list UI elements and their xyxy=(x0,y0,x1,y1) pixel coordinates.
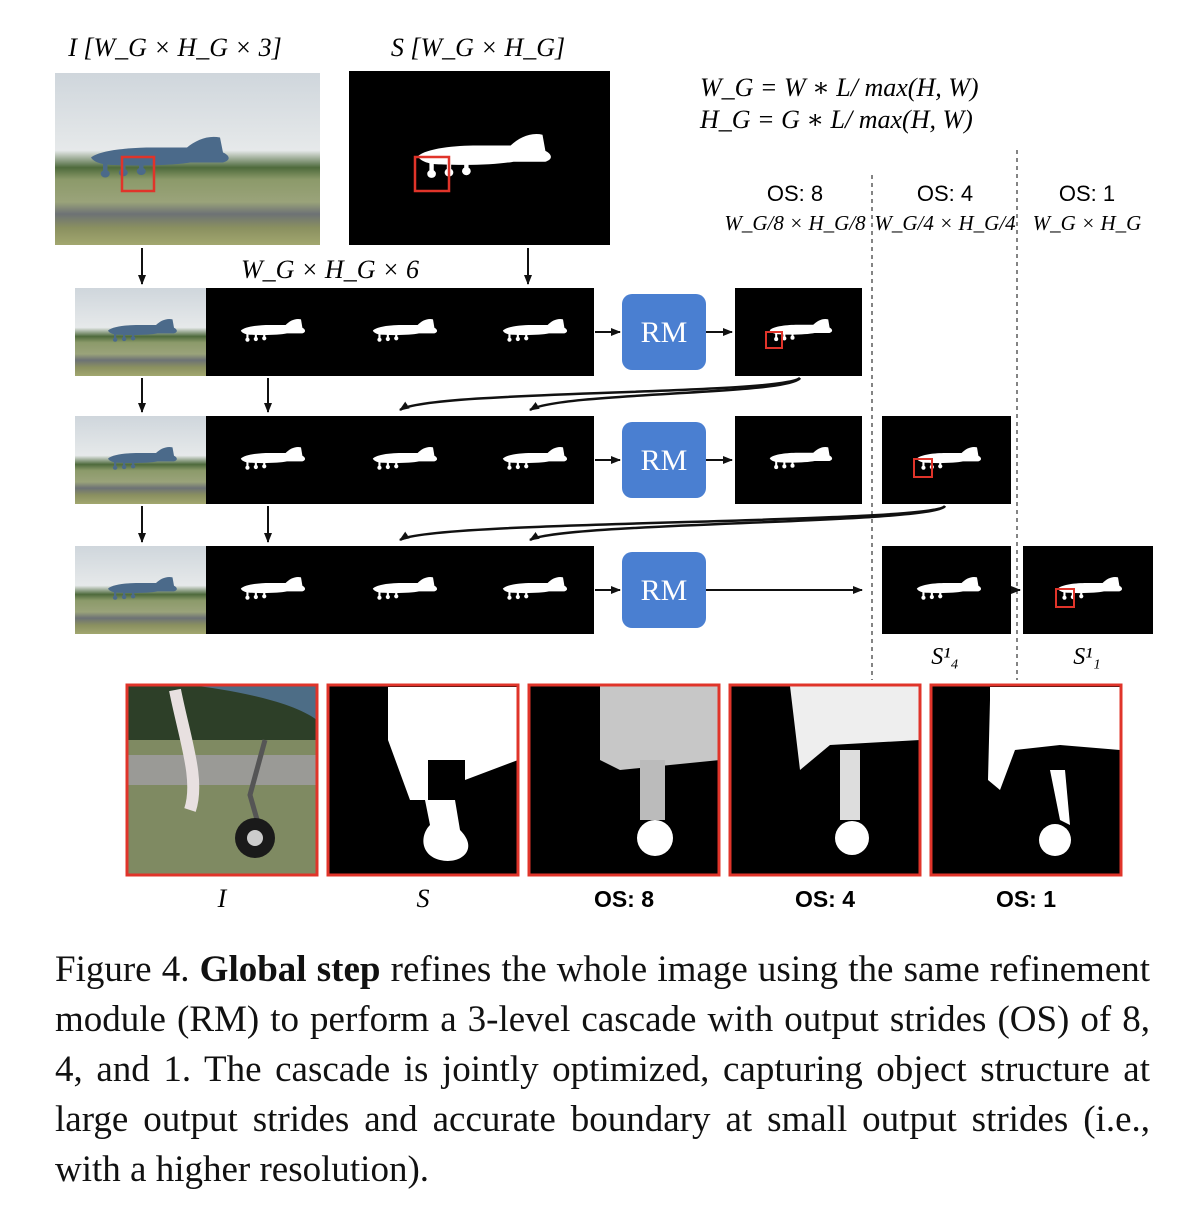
figure-caption: Figure 4. Global step refines the whole … xyxy=(55,945,1150,1195)
zoom-os4 xyxy=(728,683,922,877)
input-mask xyxy=(349,71,610,245)
zoom-image xyxy=(125,683,319,877)
os8-title: OS: 8 xyxy=(767,181,823,206)
zoom-os1 xyxy=(929,683,1123,877)
zoom-os8 xyxy=(527,683,721,877)
caption-bold-phrase: Global step xyxy=(199,949,381,990)
os1-size: W_G × H_G xyxy=(1033,211,1142,235)
cascade-row-2: RM xyxy=(75,416,1011,504)
caption-text: refines the whole image using the same r… xyxy=(55,949,1151,1190)
caption-figure-number: Figure 4. xyxy=(55,949,190,990)
input-photo xyxy=(55,73,320,245)
highlight-box xyxy=(120,155,156,193)
concat-label: W_G × H_G × 6 xyxy=(241,255,419,284)
zoom-label-image: I xyxy=(217,884,228,913)
zoom-label-segmentation: S xyxy=(417,884,430,913)
highlight-box xyxy=(413,155,451,193)
segmentation-label: S [W_G × H_G] xyxy=(391,33,565,62)
refinement-module-box xyxy=(622,422,706,498)
cascade-row-1: RM xyxy=(75,288,862,376)
global-step-figure: I [W_G × H_G × 3] S [W_G × H_G] W_G = W … xyxy=(55,33,1153,913)
refinement-module-box xyxy=(622,552,706,628)
os8-size: W_G/8 × H_G/8 xyxy=(724,211,866,235)
s4-label: S¹₄ xyxy=(931,644,959,670)
equation-height: H_G = G ∗ L/ max(H, W) xyxy=(699,105,973,134)
rm-label: RM xyxy=(641,316,688,349)
image-label: I [W_G × H_G × 3] xyxy=(67,33,281,62)
os4-title: OS: 4 xyxy=(917,181,973,206)
zoom-label-os1: OS: 1 xyxy=(996,886,1056,912)
zoom-label-os8: OS: 8 xyxy=(594,886,654,912)
zoom-segmentation xyxy=(326,683,520,877)
cascade-row-3: RM xyxy=(75,546,1153,634)
equation-width: W_G = W ∗ L/ max(H, W) xyxy=(700,73,979,102)
refinement-module-box xyxy=(622,294,706,370)
zoom-label-os4: OS: 4 xyxy=(795,886,855,912)
rm-label: RM xyxy=(641,444,688,477)
rm-label: RM xyxy=(641,574,688,607)
os1-title: OS: 1 xyxy=(1059,181,1115,206)
os4-size: W_G/4 × H_G/4 xyxy=(874,211,1016,235)
s1-label: S¹₁ xyxy=(1073,644,1101,670)
